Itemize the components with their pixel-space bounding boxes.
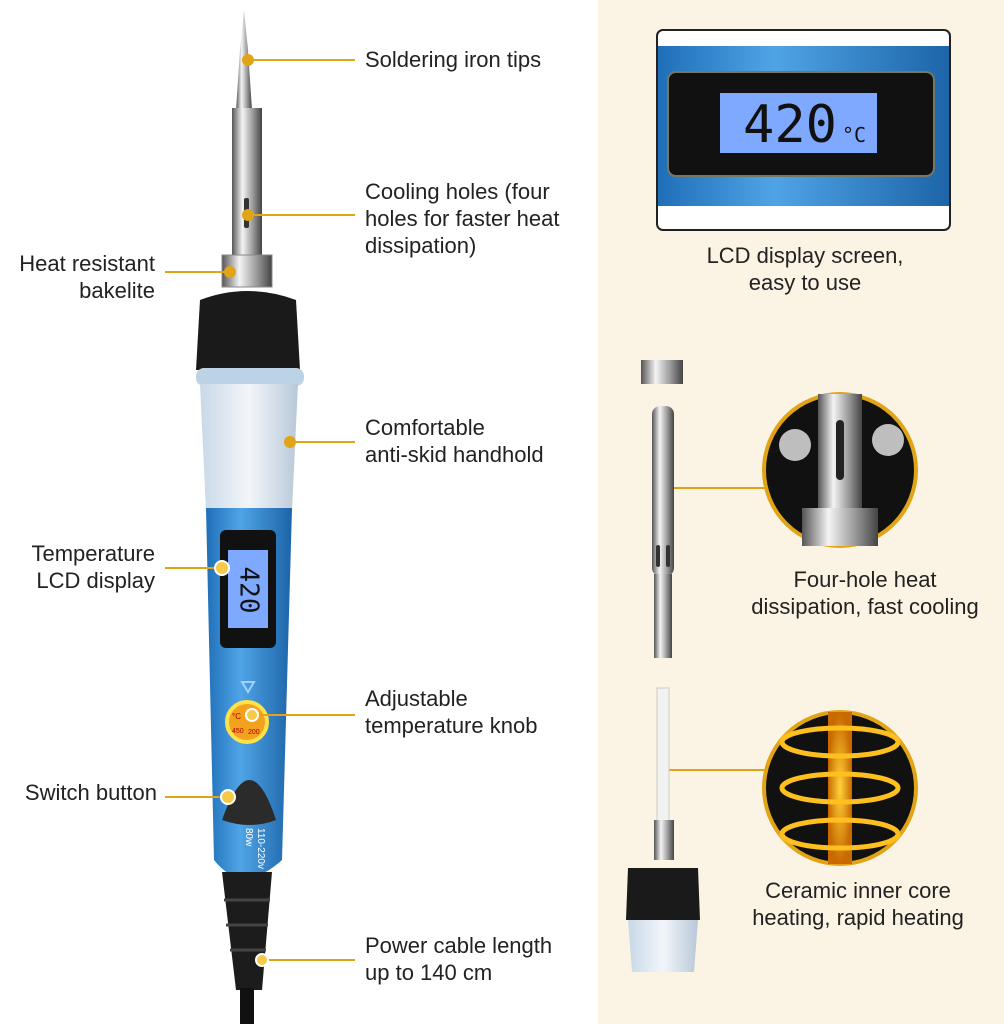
strain-relief <box>222 872 272 990</box>
knob-unit-label: °C <box>232 712 241 721</box>
label-soldering-iron-tips: Soldering iron tips <box>365 47 542 72</box>
lcd-closeup: 420 °C <box>656 29 951 231</box>
lcd-closeup-unit: °C <box>842 123 866 147</box>
knob-max-label: 450 <box>232 728 244 735</box>
temperature-knob[interactable] <box>225 700 269 744</box>
handle-lcd-value: 420 <box>234 567 264 614</box>
power-cable <box>240 988 254 1024</box>
lcd-closeup-value: 420 <box>743 95 837 155</box>
knob-min-label: 200 <box>248 729 260 736</box>
switch-button[interactable] <box>222 780 276 825</box>
arrow-icon <box>240 681 256 694</box>
svg-text:110-220v: 110-220v <box>255 828 266 869</box>
label-switch-button: Switch button <box>24 780 157 805</box>
iron-barrel <box>232 108 262 258</box>
svg-text:80w: 80w <box>243 828 254 847</box>
soldering-iron: 420 450 200 °C 110-220v 80w <box>196 10 304 1024</box>
tip-parts <box>626 360 700 972</box>
cooling-closeup <box>762 392 918 548</box>
ceramic-core-closeup <box>762 710 918 866</box>
label-lcd-screen: LCD display screen,easy to use <box>706 243 904 295</box>
bakelite-collar <box>196 291 300 370</box>
anti-skid-grip <box>200 384 298 510</box>
